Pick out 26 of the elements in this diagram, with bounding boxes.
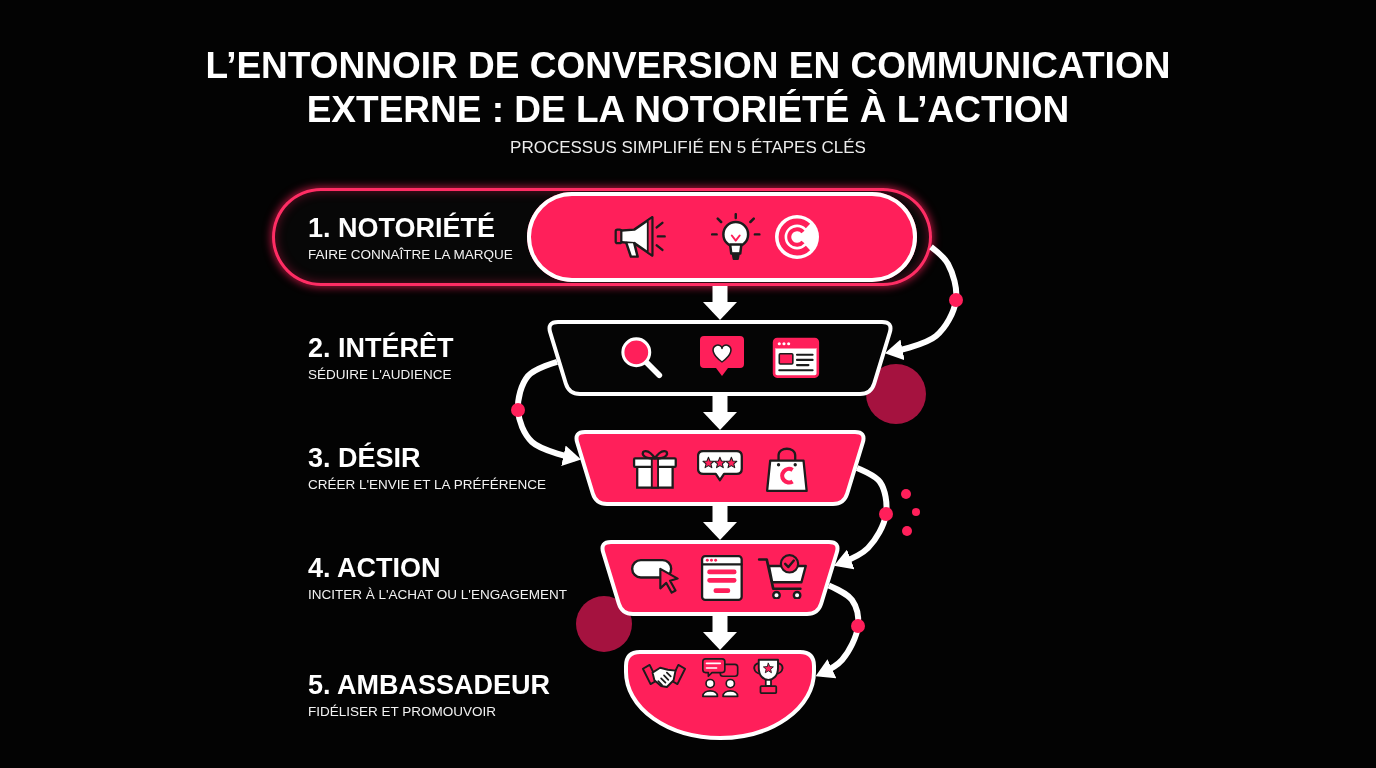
arrow <box>703 396 737 430</box>
funnel-segment <box>545 320 895 396</box>
funnel-segment <box>527 192 917 282</box>
stage-heading: 5. AMBASSADEUR <box>308 670 551 700</box>
funnel-segment <box>572 430 868 506</box>
stage-description: SÉDUIRE L'AUDIENCE <box>308 367 452 383</box>
curved-arrow <box>815 582 862 679</box>
highlight-band <box>272 188 932 286</box>
stage-heading: 4. ACTION <box>308 553 441 583</box>
stage-description: FIDÉLISER ET PROMOUVOIR <box>308 704 497 720</box>
arrow <box>703 506 737 540</box>
funnel-segment <box>598 540 842 616</box>
curved-arrow <box>833 465 890 570</box>
stage-heading: 3. DÉSIR <box>308 443 421 473</box>
stage-description: CRÉER L'ENVIE ET LA PRÉFÉRENCE <box>308 477 546 493</box>
subtitle: PROCESSUS SIMPLIFIÉ EN 5 ÉTAPES CLÉS <box>509 138 867 158</box>
funnel-segment <box>624 650 816 740</box>
stage-description: INCITER À L'ACHAT OU L'ENGAGEMENT <box>308 587 567 603</box>
stage-description: FAIRE CONNAÎTRE LA MARQUE <box>308 247 513 263</box>
title: L’ENTONNOIR DE CONVERSION EN COMMUNICATION EXTERNE : DE LA NOTORIÉTÉ À L’ACTION <box>204 44 1172 132</box>
arrow <box>703 286 737 320</box>
curved-arrow <box>884 244 960 361</box>
curved-arrow <box>514 358 582 466</box>
stage-heading: 2. INTÉRÊT <box>308 333 454 363</box>
stage-heading: 1. NOTORIÉTÉ <box>308 213 496 243</box>
arrow <box>703 616 737 650</box>
